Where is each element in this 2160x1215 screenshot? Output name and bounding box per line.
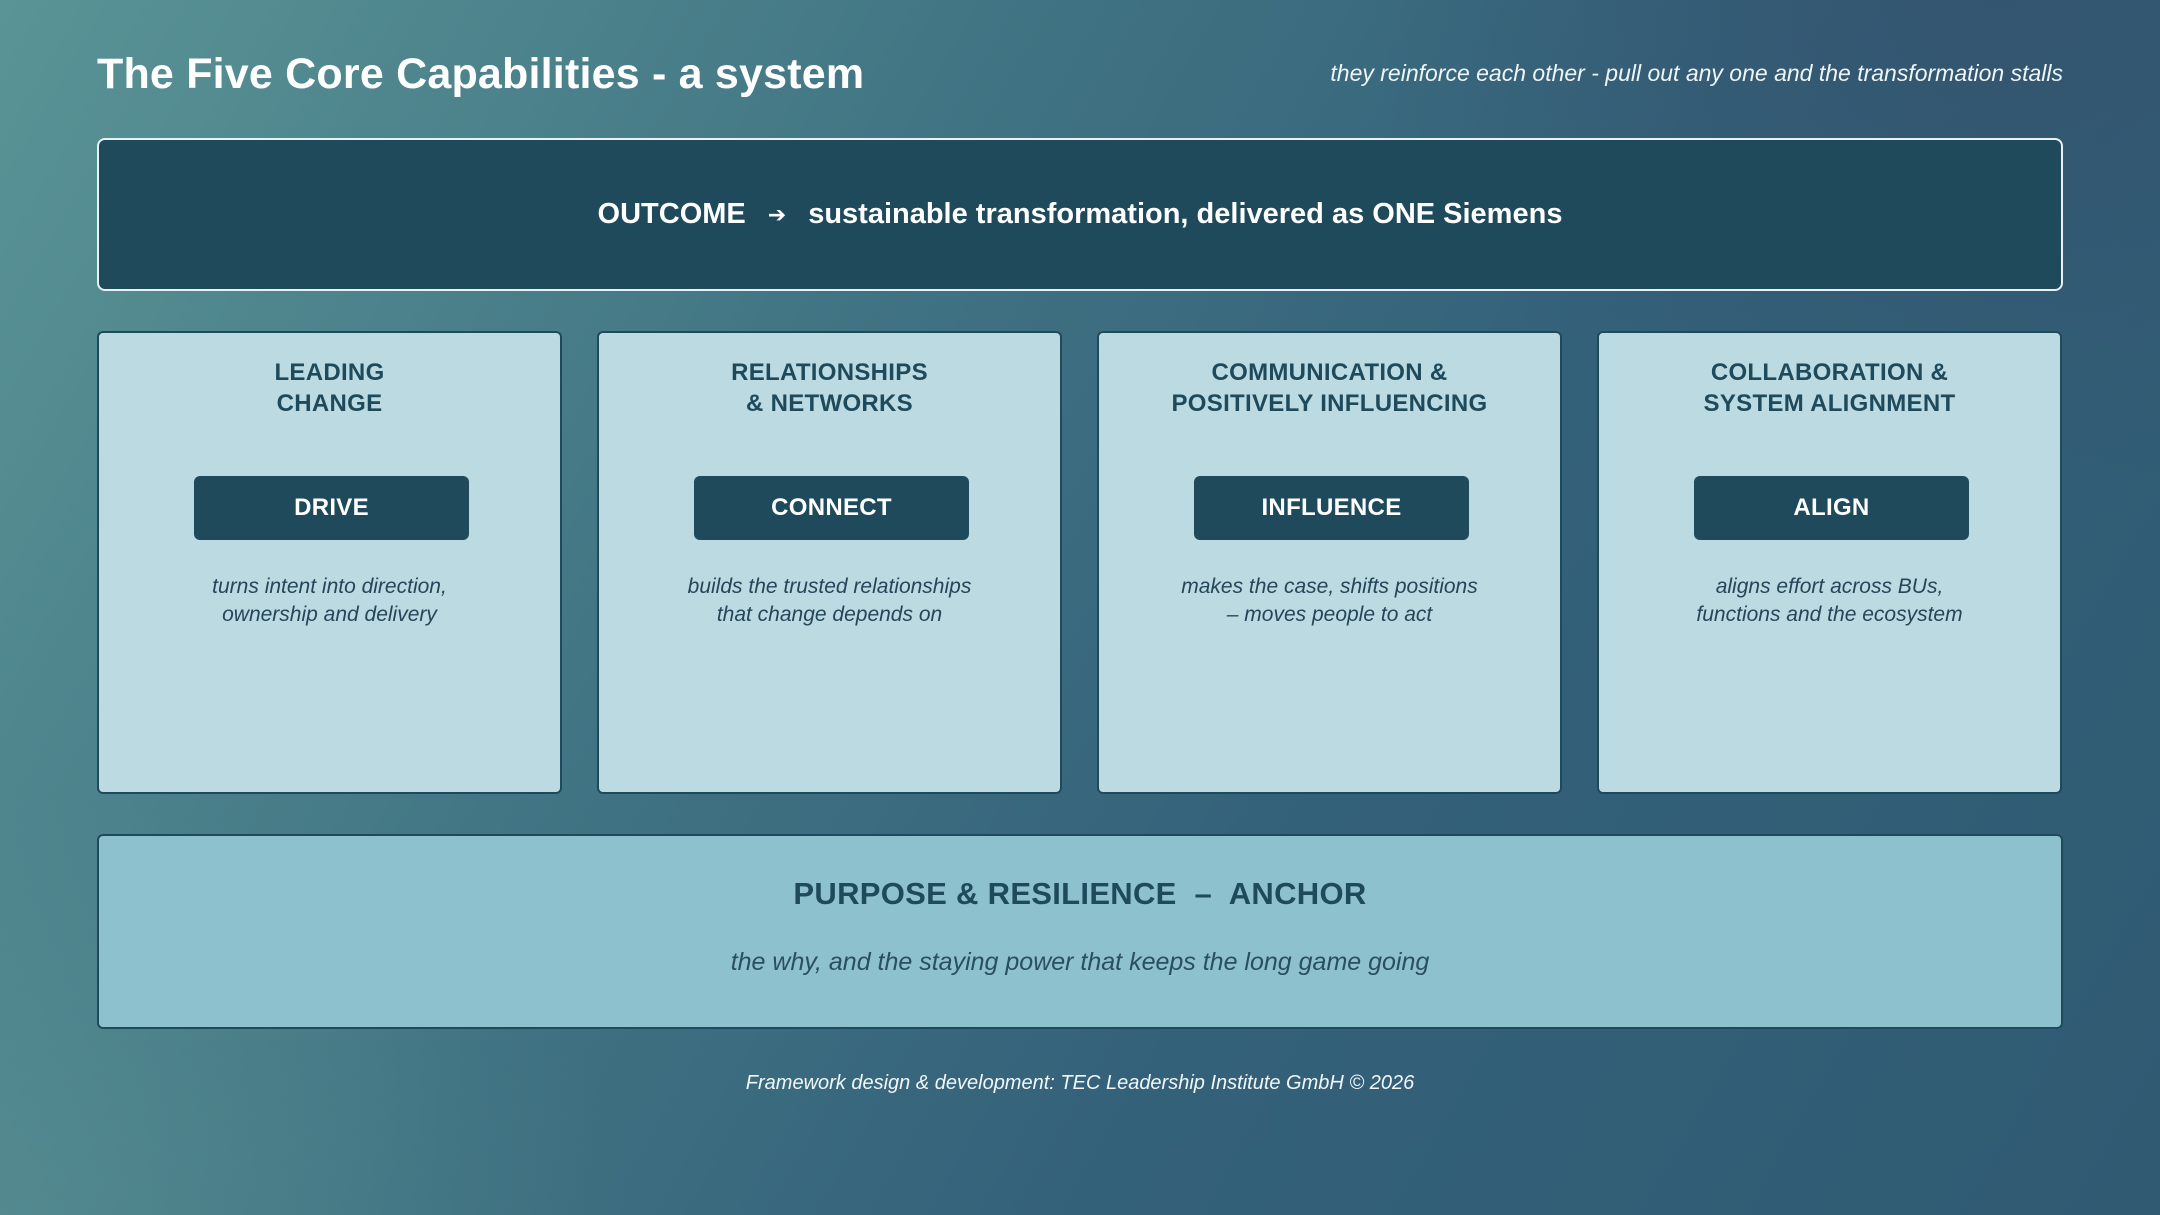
capability-heading-line: COLLABORATION & (1710, 359, 1949, 386)
capability-description-line: functions and the ecosystem (1696, 603, 1963, 626)
capability-heading-line: SYSTEM ALIGNMENT (1703, 390, 1956, 417)
capability-heading-line: CHANGE (276, 390, 383, 417)
capability-description-line: turns intent into direction, (212, 575, 447, 598)
capability-heading: RELATIONSHIPS & NETWORKS (599, 357, 1060, 419)
capability-verb-badge: INFLUENCE (1194, 476, 1469, 540)
capability-verb-badge: CONNECT (694, 476, 969, 540)
capability-description-line: makes the case, shifts positions (1181, 575, 1478, 598)
capability-description: builds the trusted relationships that ch… (599, 573, 1060, 629)
arrow-right-icon: ➔ (767, 201, 787, 227)
outcome-label: OUTCOME (597, 198, 746, 230)
capability-description: makes the case, shifts positions – moves… (1099, 573, 1560, 629)
anchor-panel: PURPOSE & RESILIENCE – ANCHOR the why, a… (97, 834, 2063, 1029)
capability-card-relationships: RELATIONSHIPS & NETWORKS CONNECT builds … (597, 331, 1062, 794)
capability-verb-badge: DRIVE (194, 476, 469, 540)
capability-heading-line: COMMUNICATION & (1211, 359, 1448, 386)
capability-card-leading-change: LEADING CHANGE DRIVE turns intent into d… (97, 331, 562, 794)
capability-description-line: aligns effort across BUs, (1715, 575, 1944, 598)
outcome-banner: OUTCOME ➔ sustainable transformation, de… (97, 138, 2063, 291)
capability-description-line: – moves people to act (1226, 603, 1433, 626)
capability-description: aligns effort across BUs, functions and … (1599, 573, 2060, 629)
outcome-text: sustainable transformation, delivered as… (808, 198, 1563, 230)
capability-card-collaboration: COLLABORATION & SYSTEM ALIGNMENT ALIGN a… (1597, 331, 2062, 794)
capability-heading-line: RELATIONSHIPS (731, 359, 928, 386)
capability-heading-line: POSITIVELY INFLUENCING (1171, 390, 1488, 417)
capability-description: turns intent into direction, ownership a… (99, 573, 560, 629)
anchor-description: the why, and the staying power that keep… (730, 948, 1430, 976)
page-subtitle: they reinforce each other - pull out any… (1330, 60, 2063, 86)
capability-heading-line: & NETWORKS (746, 390, 913, 417)
capability-description-line: ownership and delivery (222, 603, 437, 626)
capability-heading-line: LEADING (274, 359, 385, 386)
page-title: The Five Core Capabilities - a system (97, 50, 865, 98)
capability-description-line: builds the trusted relationships (687, 575, 972, 598)
capability-card-communication: COMMUNICATION & POSITIVELY INFLUENCING I… (1097, 331, 1562, 794)
capability-cards: LEADING CHANGE DRIVE turns intent into d… (97, 331, 2063, 794)
capability-heading: COMMUNICATION & POSITIVELY INFLUENCING (1099, 357, 1560, 419)
capability-heading: LEADING CHANGE (99, 357, 560, 419)
capability-description-line: that change depends on (716, 603, 943, 626)
anchor-heading: PURPOSE & RESILIENCE – ANCHOR (793, 876, 1367, 911)
capability-heading: COLLABORATION & SYSTEM ALIGNMENT (1599, 357, 2060, 419)
footer-credit: Framework design & development: TEC Lead… (745, 1072, 1415, 1094)
capability-verb-badge: ALIGN (1694, 476, 1969, 540)
